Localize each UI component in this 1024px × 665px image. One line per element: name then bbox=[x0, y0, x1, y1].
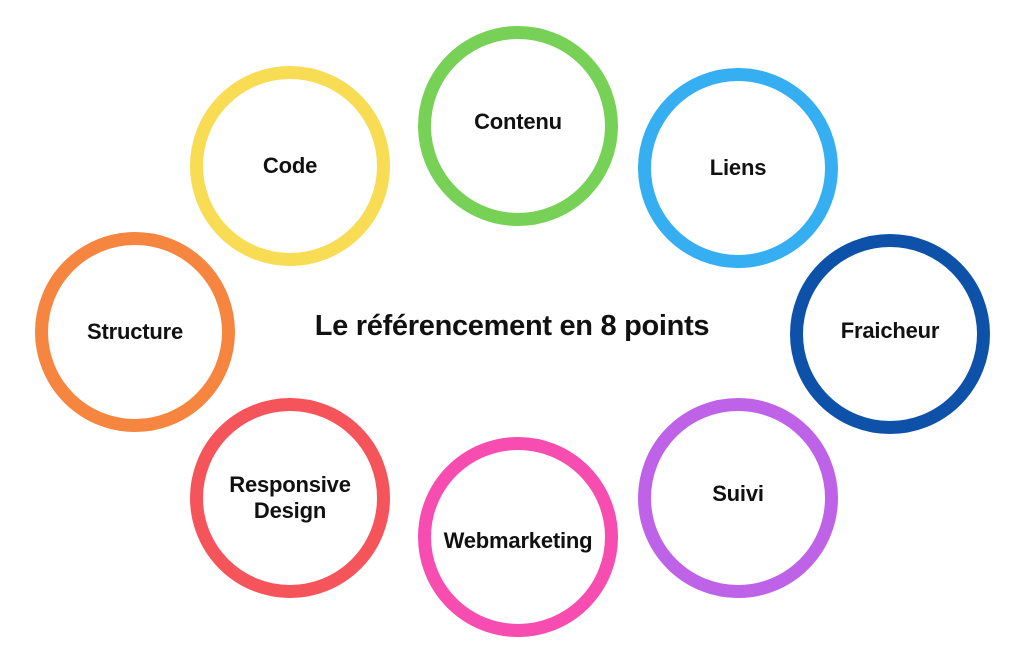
circle-node-liens[interactable]: Liens bbox=[638, 68, 838, 268]
circle-node-fraicheur[interactable]: Fraicheur bbox=[790, 234, 990, 434]
circle-node-suivi[interactable]: Suivi bbox=[638, 398, 838, 598]
circle-node-contenu[interactable]: Contenu bbox=[418, 26, 618, 226]
diagram-center-title: Le référencement en 8 points bbox=[314, 310, 710, 343]
circle-node-label-code: Code bbox=[262, 153, 318, 179]
circle-node-label-contenu: Contenu bbox=[474, 109, 562, 135]
circle-node-label-suivi: Suivi bbox=[712, 481, 764, 507]
circle-node-label-fraicheur: Fraicheur bbox=[840, 318, 940, 344]
circle-node-responsive-design[interactable]: Responsive Design bbox=[190, 398, 390, 598]
circle-node-label-structure: Structure bbox=[87, 319, 183, 345]
circle-node-label-liens: Liens bbox=[709, 155, 767, 181]
circle-node-label-responsive-design: Responsive Design bbox=[229, 472, 351, 523]
circle-node-structure[interactable]: Structure bbox=[35, 232, 235, 432]
circle-node-code[interactable]: Code bbox=[190, 66, 390, 266]
circle-node-label-webmarketing: Webmarketing bbox=[443, 528, 593, 554]
circle-node-webmarketing[interactable]: Webmarketing bbox=[418, 437, 618, 637]
